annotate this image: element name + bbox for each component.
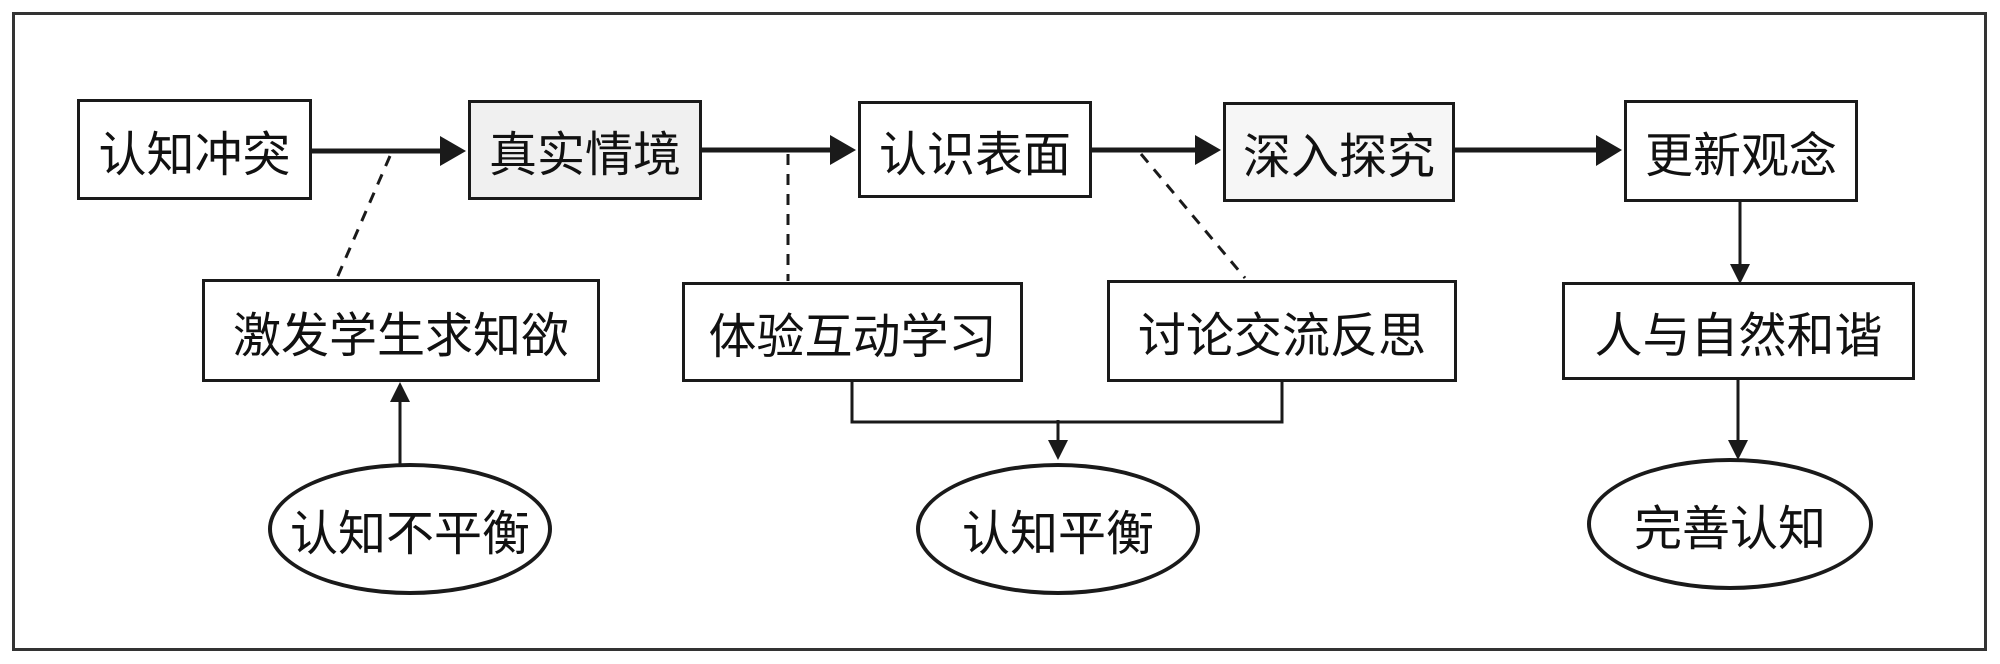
node-deep-inquiry: 深入探究 [1223,102,1455,202]
node-human-nature-harmony: 人与自然和谐 [1562,282,1915,380]
ellipse-refined-cognition: 完善认知 [1587,458,1873,590]
arrowhead-merge-to-balance [1048,440,1068,460]
arrowhead-surface-to-inquiry [1195,135,1221,165]
node-label: 讨论交流反思 [1137,310,1426,363]
node-label: 认知平衡 [961,508,1154,561]
arrowhead-conflict-to-situation [440,136,466,166]
node-label: 体验互动学习 [708,311,997,364]
dashed-line-to-discussion-reflection [1139,153,1247,279]
node-label: 更新观念 [1644,130,1837,183]
node-interactive-learning: 体验互动学习 [682,282,1023,382]
node-label: 人与自然和谐 [1594,310,1883,363]
node-label: 真实情境 [488,129,681,182]
node-surface-understanding: 认识表面 [858,101,1092,198]
node-stimulate-curiosity: 激发学生求知欲 [202,279,600,382]
ellipse-cognitive-imbalance: 认知不平衡 [268,463,552,595]
node-discussion-reflection: 讨论交流反思 [1107,280,1457,382]
node-label: 认知冲突 [98,128,291,182]
diagram-border [12,12,1987,651]
node-label: 深入探究 [1242,131,1435,184]
node-label: 激发学生求知欲 [232,309,569,363]
arrowhead-inquiry-to-update [1596,135,1622,166]
node-label: 认识表面 [878,128,1071,182]
merge-bracket [850,380,1284,424]
node-label: 认知不平衡 [289,508,530,561]
arrowhead-update-to-harmony [1730,264,1750,284]
node-real-situation: 真实情境 [468,100,702,200]
node-cognitive-conflict: 认知冲突 [77,99,312,200]
ellipse-cognitive-balance: 认知平衡 [916,463,1200,595]
node-label: 完善认知 [1633,503,1826,556]
arrowhead-imbalance-to-stimulate [390,382,410,402]
arrowhead-harmony-to-refined [1728,440,1748,460]
dashed-line-to-stimulate-curiosity [335,155,392,279]
node-update-concepts: 更新观念 [1624,100,1858,202]
arrowhead-situation-to-surface [830,135,856,165]
